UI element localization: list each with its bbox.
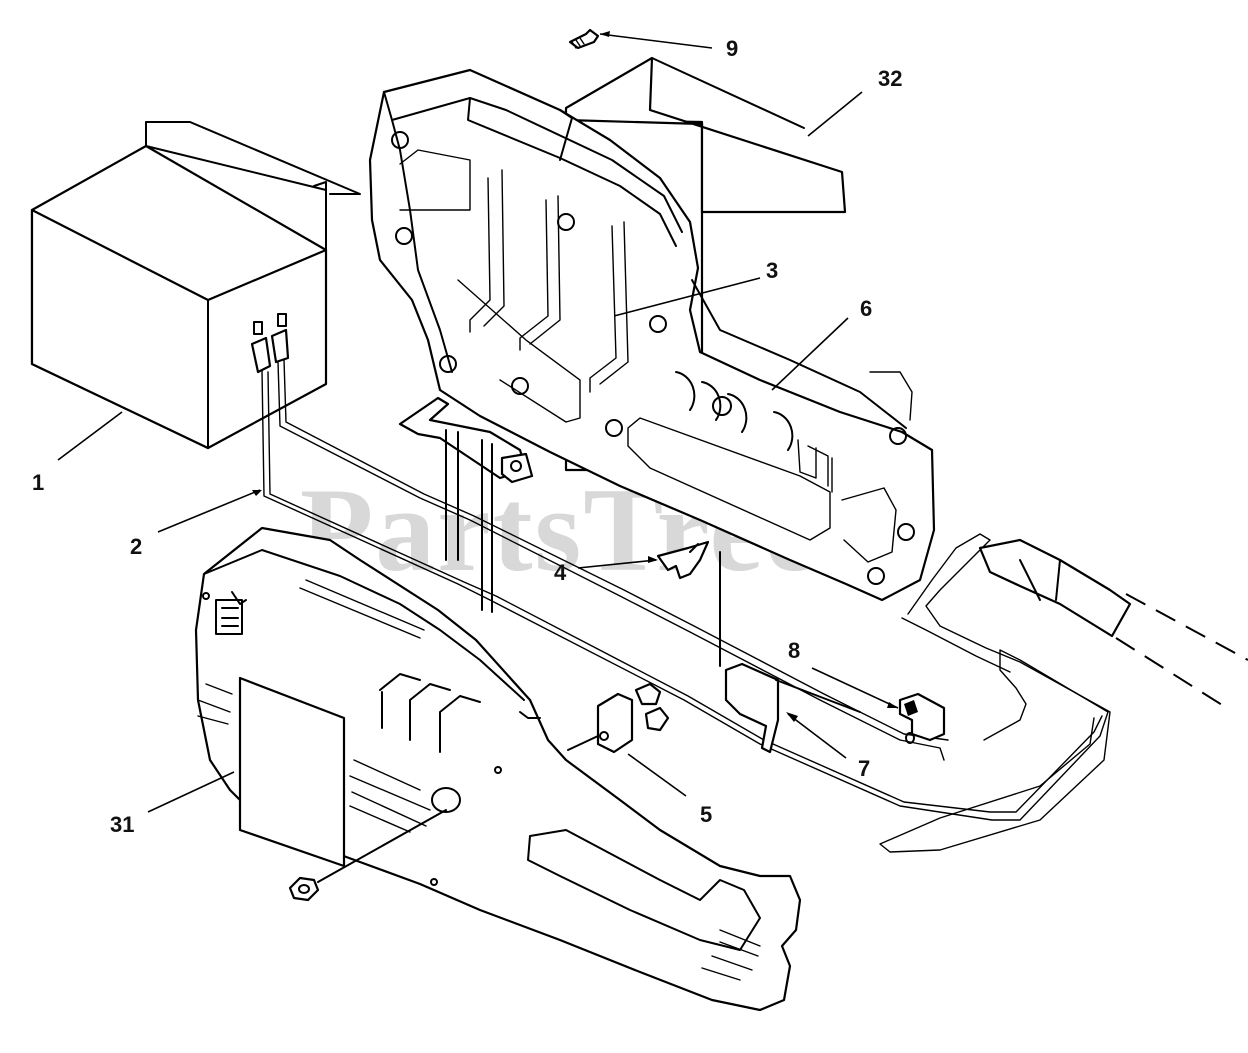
callout-1: 1 [32,470,44,495]
part-9-screw [568,28,600,50]
part-4-clip [656,540,710,580]
part-31-front-housing [194,526,802,1012]
part-1-battery-box [30,121,361,450]
callout-8: 8 [788,638,800,663]
leader-lines [57,31,899,813]
part-6-rear-housing [368,68,936,602]
callout-7: 7 [858,756,870,781]
hex-nut [288,809,447,902]
callout-labels: 9 32 3 6 1 2 4 8 7 5 31 [32,36,902,837]
callout-32: 32 [878,66,902,91]
part-3-mounting-stem [398,396,534,613]
part-5-switch-block [567,682,670,754]
part-7-bracket [719,551,861,754]
callout-2: 2 [130,534,142,559]
part-8-switch [898,692,946,744]
callout-9: 9 [726,36,738,61]
tube-and-harness [879,533,1248,853]
callout-3: 3 [766,258,778,283]
callout-5: 5 [700,802,712,827]
callout-6: 6 [860,296,872,321]
callout-31: 31 [110,812,134,837]
callout-4: 4 [554,560,567,585]
